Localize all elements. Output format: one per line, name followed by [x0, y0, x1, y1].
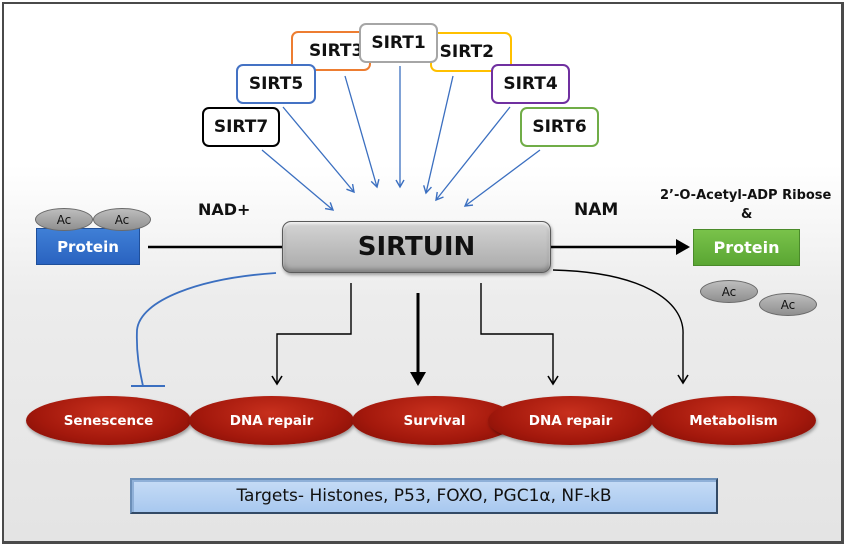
sirt7-label: SIRT7 [213, 117, 269, 137]
outcome-label: Senescence [63, 412, 154, 429]
sirt5-box: SIRT5 [236, 64, 316, 104]
acetyl-label: Ac [780, 297, 796, 312]
arrow-dna-repair-2 [480, 283, 559, 386]
sirt6-box: SIRT6 [520, 107, 599, 147]
sirt1-label: SIRT1 [371, 33, 426, 53]
outcome-label: Metabolism [689, 412, 778, 429]
sirtuin-label: SIRTUIN [357, 232, 476, 262]
sirt5-label: SIRT5 [248, 74, 304, 94]
substrate-protein: Protein [36, 228, 140, 265]
product-caption: 2’-O-Acetyl-ADP Ribose [660, 188, 832, 203]
sirt3-label: SIRT3 [309, 41, 364, 61]
targets-box: Targets- Histones, P53, FOXO, PGC1α, NF-… [130, 478, 718, 514]
diagram-frame [2, 2, 844, 544]
arrow-sirt6 [463, 149, 541, 207]
sirt1-box: SIRT1 [359, 23, 438, 63]
product-ampersand: & [741, 207, 753, 222]
arrow-metabolism [552, 269, 689, 385]
targets-label: Targets- Histones, P53, FOXO, PGC1α, NF-… [236, 486, 612, 506]
acetyl-label: Ac [721, 284, 737, 299]
arrow-sirt2 [423, 75, 454, 195]
outcome-label: DNA repair [229, 412, 314, 429]
arrow-sirt3 [344, 75, 380, 189]
outcome-dna-repair-1: DNA repair [189, 396, 354, 445]
cofactor-label: NAD+ [198, 200, 251, 219]
released-acetyl-group: Ac [700, 280, 758, 303]
outcome-senescence: Senescence [26, 396, 191, 445]
sirt4-box: SIRT4 [491, 64, 570, 104]
product-protein-label: Protein [713, 238, 780, 257]
sirt4-label: SIRT4 [503, 74, 558, 94]
arrow-dna-repair-1 [271, 283, 352, 386]
outcome-label: Survival [403, 412, 466, 429]
arrow-sirt4 [435, 106, 511, 202]
outcome-dna-repair-2: DNA repair [488, 396, 653, 445]
sirt6-label: SIRT6 [532, 117, 587, 137]
product-protein: Protein [693, 229, 800, 266]
inhibit-senescence [135, 272, 277, 387]
sirt7-box: SIRT7 [202, 107, 280, 147]
outcome-label: DNA repair [528, 412, 613, 429]
arrow-sirt7 [261, 149, 335, 211]
acetyl-group: Ac [35, 208, 93, 231]
sirt2-label: SIRT2 [439, 42, 494, 62]
sirtuin-node: SIRTUIN [282, 221, 551, 273]
arrow-sirt5 [282, 106, 355, 194]
byproduct-label: NAM [574, 200, 619, 220]
substrate-protein-label: Protein [57, 237, 119, 256]
acetyl-group: Ac [93, 208, 151, 231]
released-acetyl-group: Ac [759, 293, 817, 316]
acetyl-label: Ac [114, 212, 130, 227]
acetyl-label: Ac [56, 212, 72, 227]
outcome-metabolism: Metabolism [651, 396, 816, 445]
